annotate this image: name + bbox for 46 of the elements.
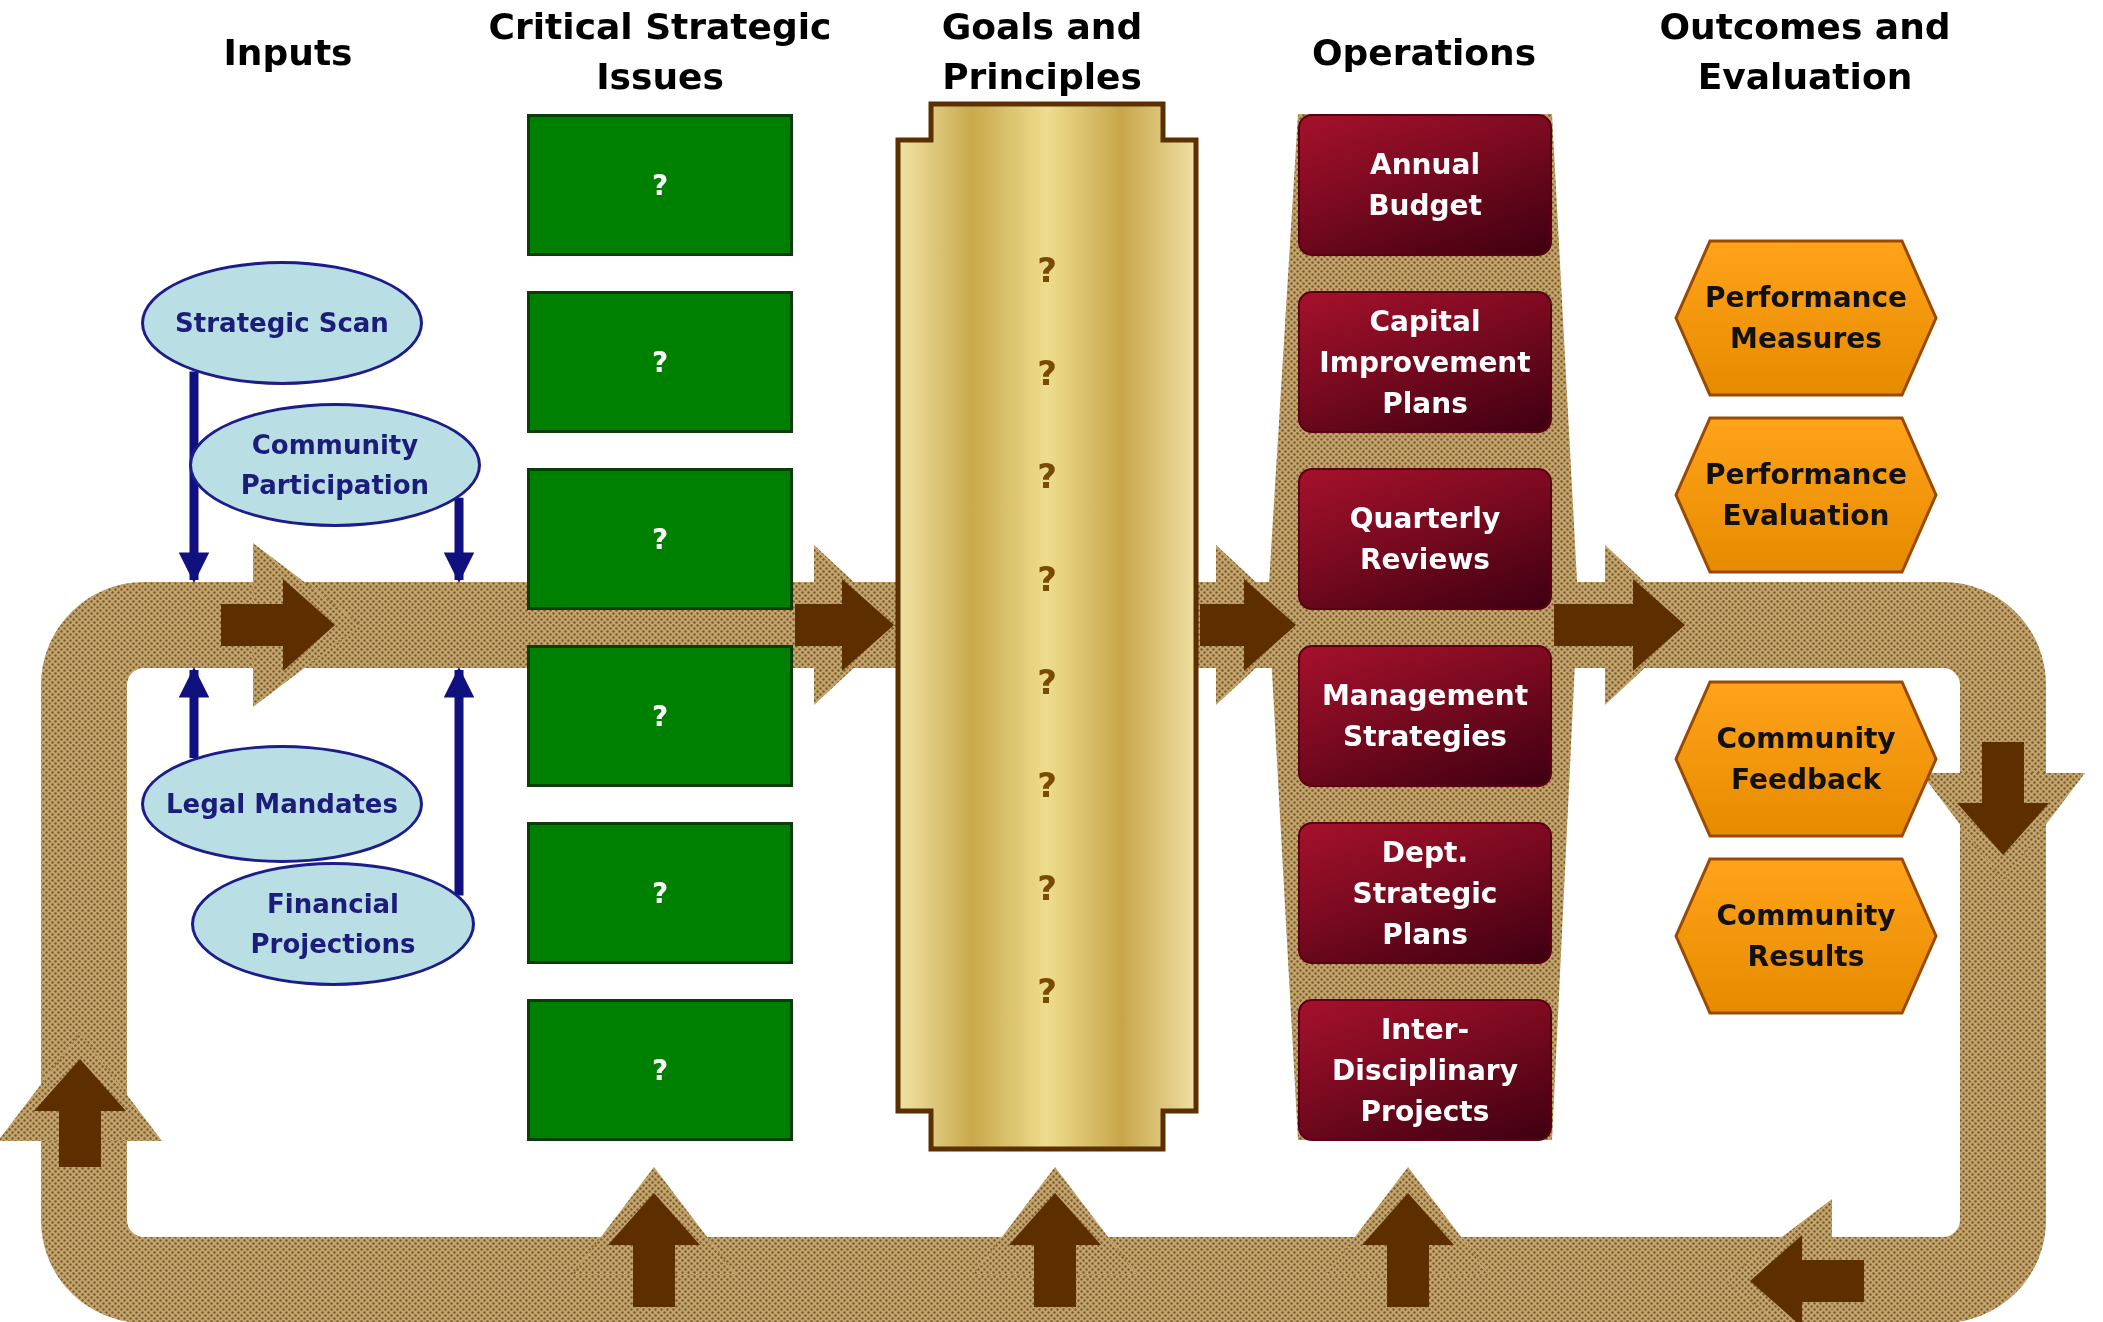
outcome-hexagon xyxy=(1674,239,1938,397)
operation-box xyxy=(1298,468,1552,610)
column-heading: Critical Strategic Issues xyxy=(487,5,833,99)
operation-box xyxy=(1298,291,1552,433)
node-text: ? xyxy=(651,522,669,556)
column-heading: Inputs xyxy=(222,31,354,75)
node-text: ? xyxy=(651,168,669,202)
node-text: Strategic Scan xyxy=(175,307,389,340)
arrow xyxy=(178,371,210,584)
node-text: Community Participation xyxy=(239,429,431,502)
node-text: Dept. Strategic Plans xyxy=(1351,834,1499,953)
node-text: Management Strategies xyxy=(1320,678,1530,755)
arrow xyxy=(443,666,475,896)
goals-scroll xyxy=(896,102,1198,1151)
node-text: Capital Improvement Plans xyxy=(1318,303,1532,422)
question-mark: ? xyxy=(1037,249,1057,292)
node-text: Legal Mandates xyxy=(166,788,398,821)
question-mark: ? xyxy=(1037,867,1057,910)
question-mark: ? xyxy=(1037,558,1057,601)
node-text: ? xyxy=(651,345,669,379)
question-mark: ? xyxy=(1037,455,1057,498)
arrow xyxy=(443,497,475,584)
question-mark: ? xyxy=(1037,661,1057,704)
outcome-hexagon xyxy=(1674,416,1938,574)
node-text: ? xyxy=(651,1053,669,1087)
operation-box xyxy=(1298,114,1552,256)
issue-box xyxy=(527,114,793,256)
column-heading: Operations xyxy=(1310,31,1538,75)
question-mark: ? xyxy=(1037,764,1057,807)
arrow xyxy=(178,666,210,758)
node-text: Community Feedback xyxy=(1715,721,1897,798)
node-text: ? xyxy=(651,876,669,910)
issue-box xyxy=(527,291,793,433)
column-heading: Goals and Principles xyxy=(940,5,1144,99)
node-text: Performance Measures xyxy=(1703,280,1909,357)
question-mark: ? xyxy=(1037,352,1057,395)
node-text: ? xyxy=(651,699,669,733)
node-text: Quarterly Reviews xyxy=(1348,501,1502,578)
node-text: Financial Projections xyxy=(249,888,417,961)
issue-box xyxy=(527,468,793,610)
column-heading: Outcomes and Evaluation xyxy=(1658,5,1952,99)
node-text: Inter- Disciplinary Projects xyxy=(1331,1011,1519,1130)
node-text: Annual Budget xyxy=(1367,147,1483,224)
node-text: Performance Evaluation xyxy=(1703,457,1909,534)
question-mark: ? xyxy=(1037,970,1057,1013)
node-text: Community Results xyxy=(1715,898,1897,975)
